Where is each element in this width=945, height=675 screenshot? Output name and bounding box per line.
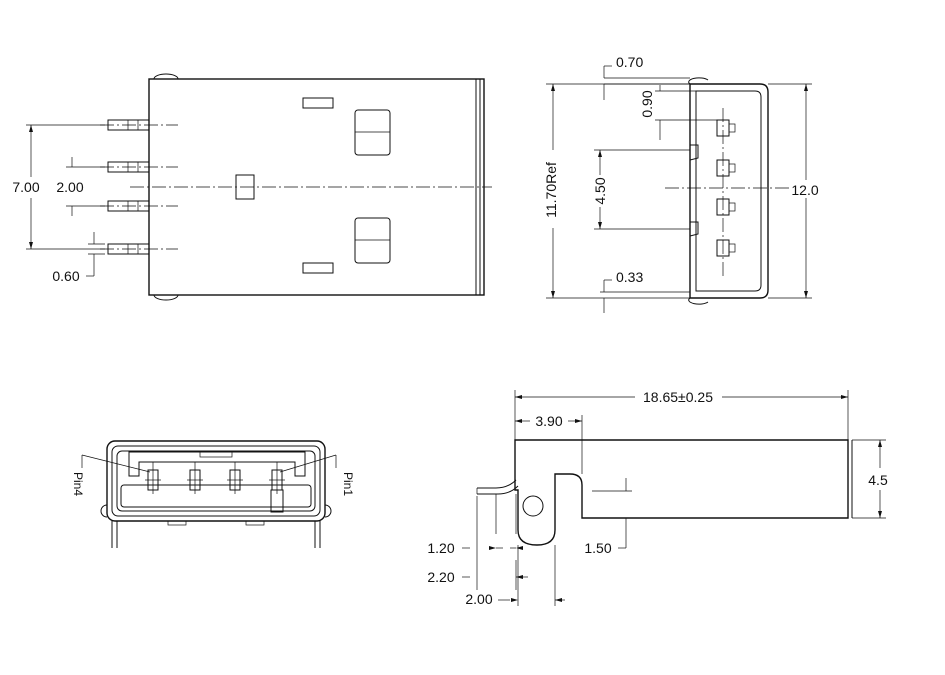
front-view-contacts <box>145 462 285 513</box>
dim-bottom-offset: 0.33 <box>616 269 643 285</box>
dim-height: 12.0 <box>791 182 818 198</box>
top-view-slot-lower <box>302 262 334 274</box>
side-view-tail <box>477 479 519 495</box>
dim-tail-2: 2.20 <box>427 569 454 585</box>
front-view-tongue <box>120 484 312 508</box>
contact <box>716 119 736 137</box>
contact <box>716 159 736 177</box>
dim-pitch-outer: 7.00 <box>12 179 39 195</box>
pin-lead <box>100 200 178 212</box>
pin4-label: Pin4 <box>71 472 85 496</box>
dim-thickness: 4.5 <box>868 472 888 488</box>
end-view: 0.70 0.90 4.50 11.70Ref 12.0 <box>543 54 819 313</box>
side-view: 18.65±0.25 3.90 4.5 1.50 1.20 <box>427 389 888 607</box>
top-view-upper-tab <box>153 73 179 80</box>
front-view-shell-outer <box>106 440 326 522</box>
top-view-slot-upper <box>302 97 334 109</box>
dim-flange: 3.90 <box>535 413 562 429</box>
contact <box>145 462 161 494</box>
contact <box>716 239 736 257</box>
dim-pin-width: 0.60 <box>52 268 79 284</box>
dim-tail-3: 2.00 <box>465 591 492 607</box>
contact <box>227 462 243 494</box>
top-view: 7.00 2.00 0.60 <box>12 73 492 301</box>
dim-top-offset: 0.70 <box>616 54 643 70</box>
pin1-label: Pin1 <box>341 472 355 496</box>
pin-lead <box>100 161 178 173</box>
dim-tail-1: 1.20 <box>427 540 454 556</box>
top-view-lower-tab <box>153 294 179 301</box>
top-view-pins <box>100 119 178 255</box>
contact <box>269 462 285 513</box>
side-view-mount-hole <box>522 495 544 517</box>
pin-lead <box>100 243 178 255</box>
top-view-latch-lower <box>354 217 391 264</box>
dim-length: 18.65±0.25 <box>643 389 713 405</box>
pin-lead <box>100 119 178 131</box>
contact <box>716 198 736 216</box>
end-view-housing <box>689 83 769 299</box>
front-view: Pin4 Pin1 <box>71 440 355 548</box>
contact <box>187 462 203 494</box>
dim-step: 1.50 <box>584 540 611 556</box>
dim-contact-offset: 0.90 <box>639 90 655 117</box>
dim-body-ref: 11.70Ref <box>543 162 559 218</box>
dim-inner-span: 4.50 <box>592 177 608 204</box>
dim-pitch-inner: 2.00 <box>56 179 83 195</box>
side-view-body <box>514 439 849 546</box>
top-view-latch-upper <box>354 109 391 156</box>
